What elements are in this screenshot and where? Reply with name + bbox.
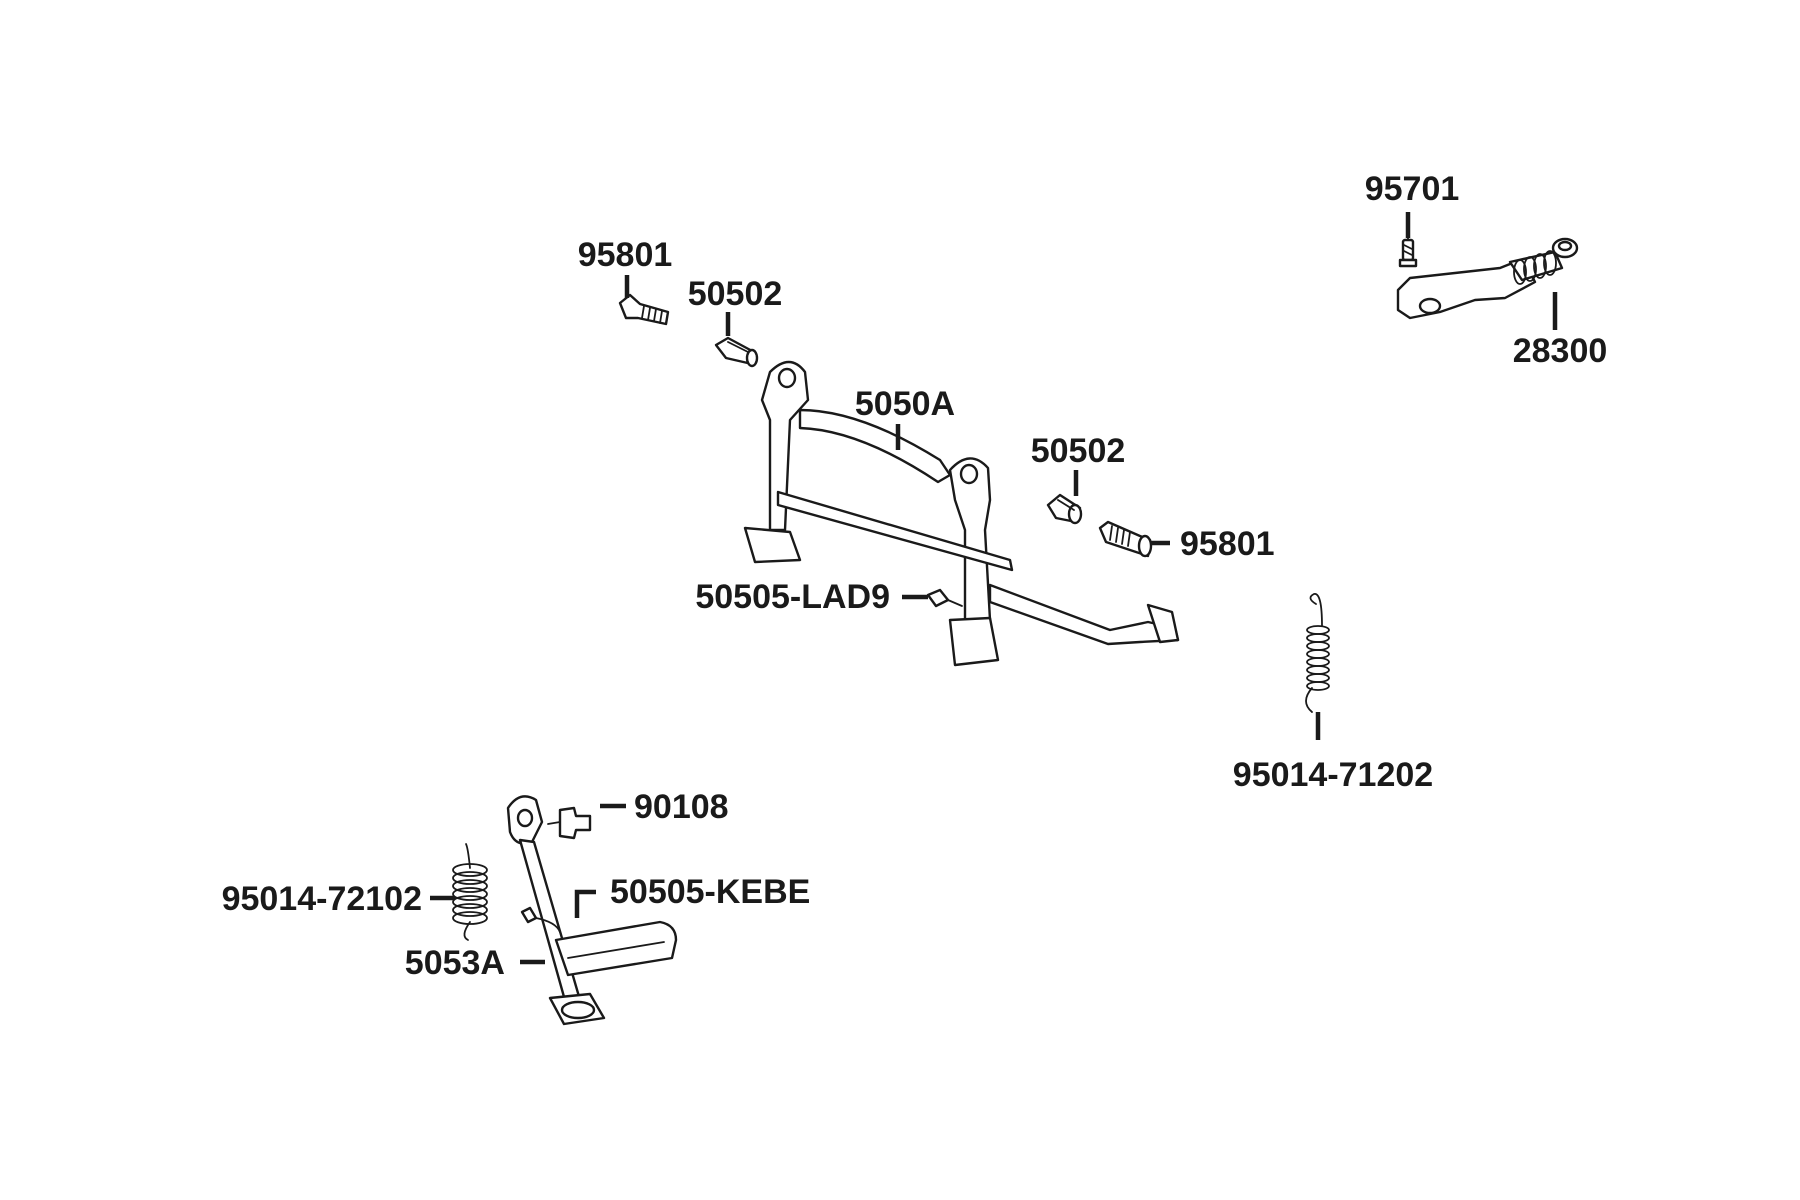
label-28300: 28300 — [1513, 332, 1608, 370]
label-95801-left: 95801 — [578, 236, 673, 274]
label-50502-left: 50502 — [688, 275, 783, 313]
leader-50505-KEBE — [574, 889, 596, 918]
spring-95014-71202-drawing — [1305, 593, 1330, 713]
rubber-50505-KEBE-drawing — [520, 906, 561, 933]
collar-50502-left-drawing — [714, 336, 759, 368]
label-95014-71202: 95014-71202 — [1233, 756, 1433, 794]
label-5053A: 5053A — [405, 944, 505, 982]
collar-50502-right-drawing — [1046, 493, 1083, 525]
kick-lever-28300-drawing — [1396, 237, 1579, 320]
spring-95014-72102-drawing — [452, 843, 488, 941]
bolt-90108-drawing — [547, 806, 592, 840]
bolt-95801-left-drawing — [618, 293, 670, 326]
bolt-95701-drawing — [1398, 237, 1418, 268]
label-50502-right: 50502 — [1031, 432, 1126, 470]
label-95801-right: 95801 — [1180, 525, 1275, 563]
label-95014-72102: 95014-72102 — [222, 880, 422, 918]
label-95701: 95701 — [1365, 170, 1460, 208]
label-50505-KEBE: 50505-KEBE — [610, 873, 810, 911]
rubber-50505-LAD9-drawing — [926, 588, 963, 608]
bolt-95801-right-drawing — [1098, 520, 1153, 558]
label-90108: 90108 — [634, 788, 729, 826]
main-stand-5050A-drawing — [743, 360, 1180, 667]
label-50505-LAD9: 50505-LAD9 — [695, 578, 890, 616]
leader-lines — [430, 212, 1558, 965]
label-5050A: 5050A — [855, 385, 955, 423]
